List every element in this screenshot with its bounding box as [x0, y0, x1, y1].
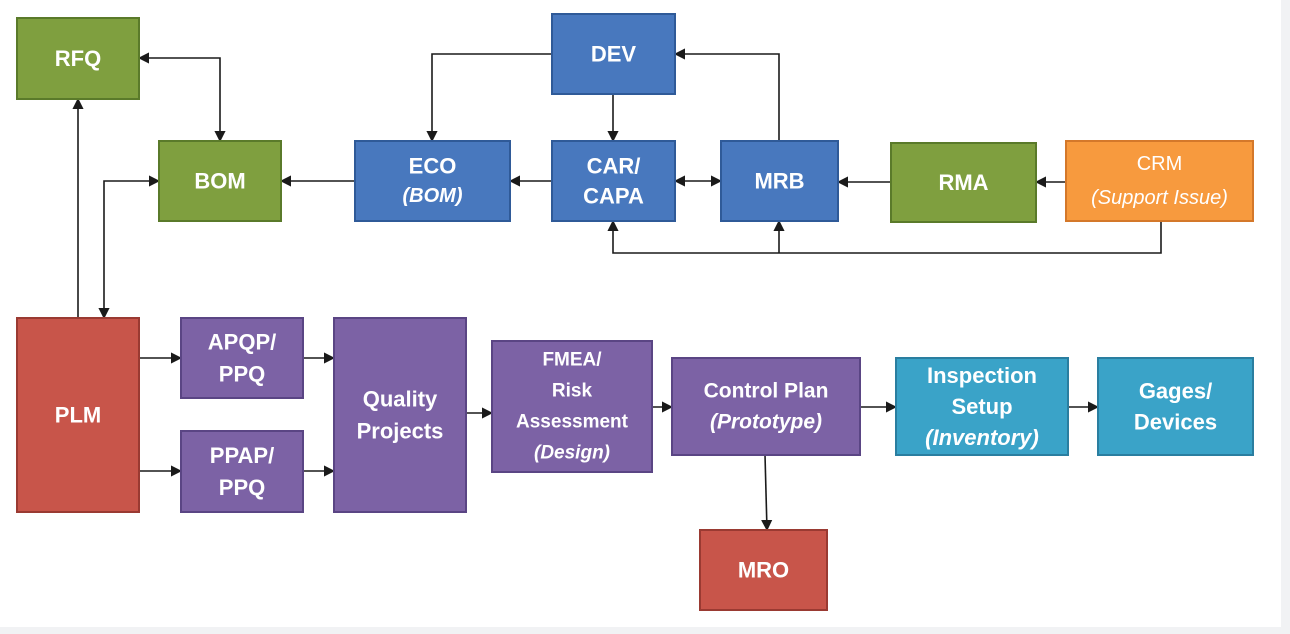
edge-bom-rfq: [137, 52, 226, 143]
node-box-bom: [158, 140, 282, 222]
node-label-inspection-line-2: (Inventory): [925, 425, 1039, 450]
edges-layer: [72, 48, 1162, 532]
edge-bom-plm: [98, 175, 161, 320]
node-label-quality-line-0: Quality: [363, 387, 438, 412]
node-label-eco-line-0: ECO: [409, 154, 457, 179]
node-plm: PLM: [16, 317, 140, 513]
node-mrb: MRB: [720, 140, 839, 222]
edge-mrb-dev: [673, 48, 780, 141]
node-box-apqp: [180, 317, 304, 399]
node-label-apqp-line-0: APQP/: [208, 330, 276, 355]
edge-crm-car: [607, 219, 1162, 254]
node-box-gages: [1097, 357, 1254, 456]
node-label-eco-line-1: (BOM): [403, 185, 463, 207]
node-label-crm-line-1: (Support Issue): [1091, 187, 1228, 209]
node-box-ppap: [180, 430, 304, 513]
node-box-inspection: [895, 357, 1069, 456]
node-label-rfq-line-0: RFQ: [55, 46, 101, 71]
node-mro: MRO: [699, 529, 828, 611]
node-label-inspection-line-0: Inspection: [927, 363, 1037, 388]
node-label-dev-line-0: DEV: [591, 42, 637, 67]
node-crm: CRM (Support Issue): [1065, 140, 1254, 222]
node-label-gages-line-1: Devices: [1134, 410, 1217, 435]
node-box-rfq: [16, 17, 140, 100]
node-apqp: APQP/PPQ: [180, 317, 304, 399]
node-label-fmea-line-1: Risk: [552, 381, 593, 402]
node-label-fmea-line-2: Assessment: [516, 412, 629, 433]
node-label-ppap-line-0: PPAP/: [210, 443, 274, 468]
node-label-fmea-line-0: FMEA/: [542, 350, 602, 371]
node-label-apqp-line-1: PPQ: [219, 362, 265, 387]
node-bom: BOM: [158, 140, 282, 222]
node-box-car: [551, 140, 676, 222]
node-rfq: RFQ: [16, 17, 140, 100]
node-label-plm-line-0: PLM: [55, 403, 101, 428]
node-label-fmea-line-3: (Design): [534, 443, 610, 464]
node-rma: RMA: [890, 142, 1037, 223]
nodes-layer: RFQ BOM DEV ECO (BOM) CAR/CAPA MRB RMA CRM (Suppo…: [16, 13, 1254, 611]
edge-control-mro: [761, 454, 773, 532]
node-eco: ECO (BOM): [354, 140, 511, 222]
node-box-control: [671, 357, 861, 456]
node-label-crm-line-0: CRM: [1137, 153, 1183, 175]
node-label-quality-line-1: Projects: [357, 419, 444, 444]
node-label-ppap-line-1: PPQ: [219, 475, 265, 500]
node-label-mro-line-0: MRO: [738, 558, 789, 583]
node-box-plm: [16, 317, 140, 513]
node-control: Control Plan (Prototype): [671, 357, 861, 456]
node-label-control-line-1: (Prototype): [710, 411, 822, 434]
node-box-crm: [1065, 140, 1254, 222]
edge-dev-eco: [426, 53, 552, 143]
node-label-bom-line-0: BOM: [194, 169, 245, 194]
node-label-car-line-0: CAR/: [587, 154, 641, 179]
node-box-dev: [551, 13, 676, 95]
node-ppap: PPAP/PPQ: [180, 430, 304, 513]
node-box-quality: [333, 317, 467, 513]
node-box-fmea: [491, 340, 653, 473]
node-label-control-line-0: Control Plan: [704, 380, 829, 403]
node-gages: Gages/Devices: [1097, 357, 1254, 456]
node-label-car-line-1: CAPA: [583, 184, 644, 209]
node-box-mrb: [720, 140, 839, 222]
node-label-rma-line-0: RMA: [938, 170, 988, 195]
node-box-eco: [354, 140, 511, 222]
node-box-mro: [699, 529, 828, 611]
node-dev: DEV: [551, 13, 676, 95]
node-label-mrb-line-0: MRB: [754, 169, 804, 194]
node-car: CAR/CAPA: [551, 140, 676, 222]
node-label-inspection-line-1: Setup: [951, 394, 1012, 419]
node-label-gages-line-0: Gages/: [1139, 379, 1212, 404]
node-box-rma: [890, 142, 1037, 223]
